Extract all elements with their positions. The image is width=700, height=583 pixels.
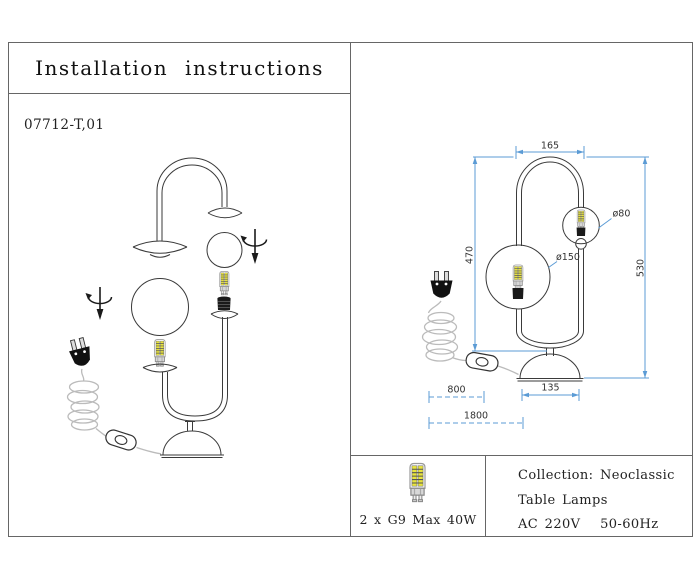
category-label: Table Lamps xyxy=(518,492,608,508)
power-switch-icon xyxy=(105,429,137,451)
svg-text:135: 135 xyxy=(541,383,559,394)
page-title: Installation instructions xyxy=(35,56,324,80)
g9-bulb-icon xyxy=(409,462,426,503)
lamp-frame-part xyxy=(160,317,228,458)
euro-plug-icon xyxy=(69,337,90,366)
svg-text:ø80: ø80 xyxy=(613,209,631,220)
rotation-arrow-icon xyxy=(240,229,268,264)
svg-text:800: 800 xyxy=(447,385,465,396)
socket-cup xyxy=(142,363,178,373)
g9-bulb-icon xyxy=(154,339,166,367)
power-cord xyxy=(66,368,162,455)
table-lamp-drawing xyxy=(485,156,600,382)
collection-label: Collection: Neoclassic xyxy=(518,468,675,483)
large-globe xyxy=(485,244,551,310)
arch-arm-part xyxy=(132,157,243,258)
assembly-exploded-diagram xyxy=(66,157,268,458)
small-globe-part xyxy=(206,232,243,268)
spec-cell-divider xyxy=(485,456,486,537)
svg-text:1800: 1800 xyxy=(464,411,488,422)
euro-plug-icon xyxy=(430,271,453,298)
bulb-spec-label: 2 x G9 Max 40W xyxy=(359,512,477,527)
rotation-arrow-icon xyxy=(85,287,113,320)
power-switch-icon xyxy=(465,351,499,372)
large-globe-part xyxy=(131,278,189,336)
spec-row-top-border xyxy=(350,455,693,456)
power-cord xyxy=(421,300,519,376)
svg-text:165: 165 xyxy=(541,141,559,152)
panel-divider-line xyxy=(350,42,351,537)
svg-text:530: 530 xyxy=(636,259,647,277)
small-globe xyxy=(562,206,600,245)
power-label: AC 220V 50-60Hz xyxy=(518,517,659,532)
title-box: Installation instructions xyxy=(9,43,350,94)
g9-bulb-icon xyxy=(219,271,230,296)
dimension-drawing: 165 470 530 ø80 ø150 800 135 1800 xyxy=(421,141,649,429)
model-number: 07712-T,01 xyxy=(24,117,105,133)
svg-text:470: 470 xyxy=(465,246,476,264)
bulb-spec-cell: 2 x G9 Max 40W xyxy=(351,456,485,537)
svg-text:ø150: ø150 xyxy=(556,252,580,263)
lamp-socket xyxy=(210,296,239,319)
product-info-cell: Collection: Neoclassic Table Lamps AC 22… xyxy=(486,456,693,537)
dimension-lines: 165 470 530 ø80 ø150 800 135 1800 xyxy=(428,141,649,429)
